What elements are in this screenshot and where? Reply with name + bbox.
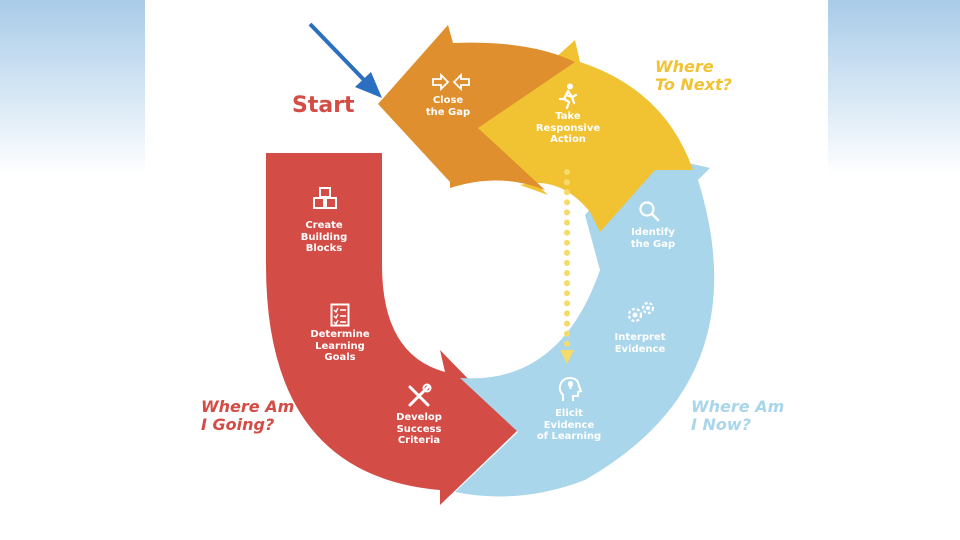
dotted-connector-head bbox=[560, 350, 574, 364]
step-determine-learning-goals: Determine Learning Goals bbox=[310, 329, 370, 363]
heading-where-am-i-going: Where Am I Going? bbox=[201, 397, 295, 434]
blue-arrow-band bbox=[455, 152, 715, 497]
start-label: Start bbox=[292, 93, 355, 118]
step-develop-success-criteria: Develop Success Criteria bbox=[396, 412, 442, 446]
step-elicit-evidence: Elicit Evidence of Learning bbox=[536, 408, 602, 442]
heading-where-to-next: Where To Next? bbox=[655, 57, 732, 94]
step-close-the-gap: Close the Gap bbox=[425, 95, 471, 118]
orange-arrow-band bbox=[378, 25, 575, 190]
arrows-facing-icon bbox=[432, 73, 470, 91]
tools-icon bbox=[408, 383, 432, 407]
red-arrow-band bbox=[266, 153, 518, 505]
head-lightbulb-icon bbox=[558, 376, 583, 401]
magnifier-icon bbox=[639, 201, 660, 222]
building-blocks-icon bbox=[313, 187, 337, 209]
start-pointer-arrow bbox=[308, 22, 368, 84]
step-identify-the-gap: Identify the Gap bbox=[630, 227, 676, 250]
step-interpret-evidence: Interpret Evidence bbox=[614, 332, 666, 355]
heading-where-am-i-now: Where Am I Now? bbox=[691, 397, 785, 434]
running-person-icon bbox=[558, 83, 578, 109]
gears-icon bbox=[627, 301, 655, 323]
checklist-icon bbox=[330, 303, 350, 327]
step-take-responsive-action: Take Responsive Action bbox=[535, 111, 601, 145]
start-pointer-arrowhead bbox=[355, 72, 382, 98]
step-create-building-blocks: Create Building Blocks bbox=[300, 220, 348, 254]
